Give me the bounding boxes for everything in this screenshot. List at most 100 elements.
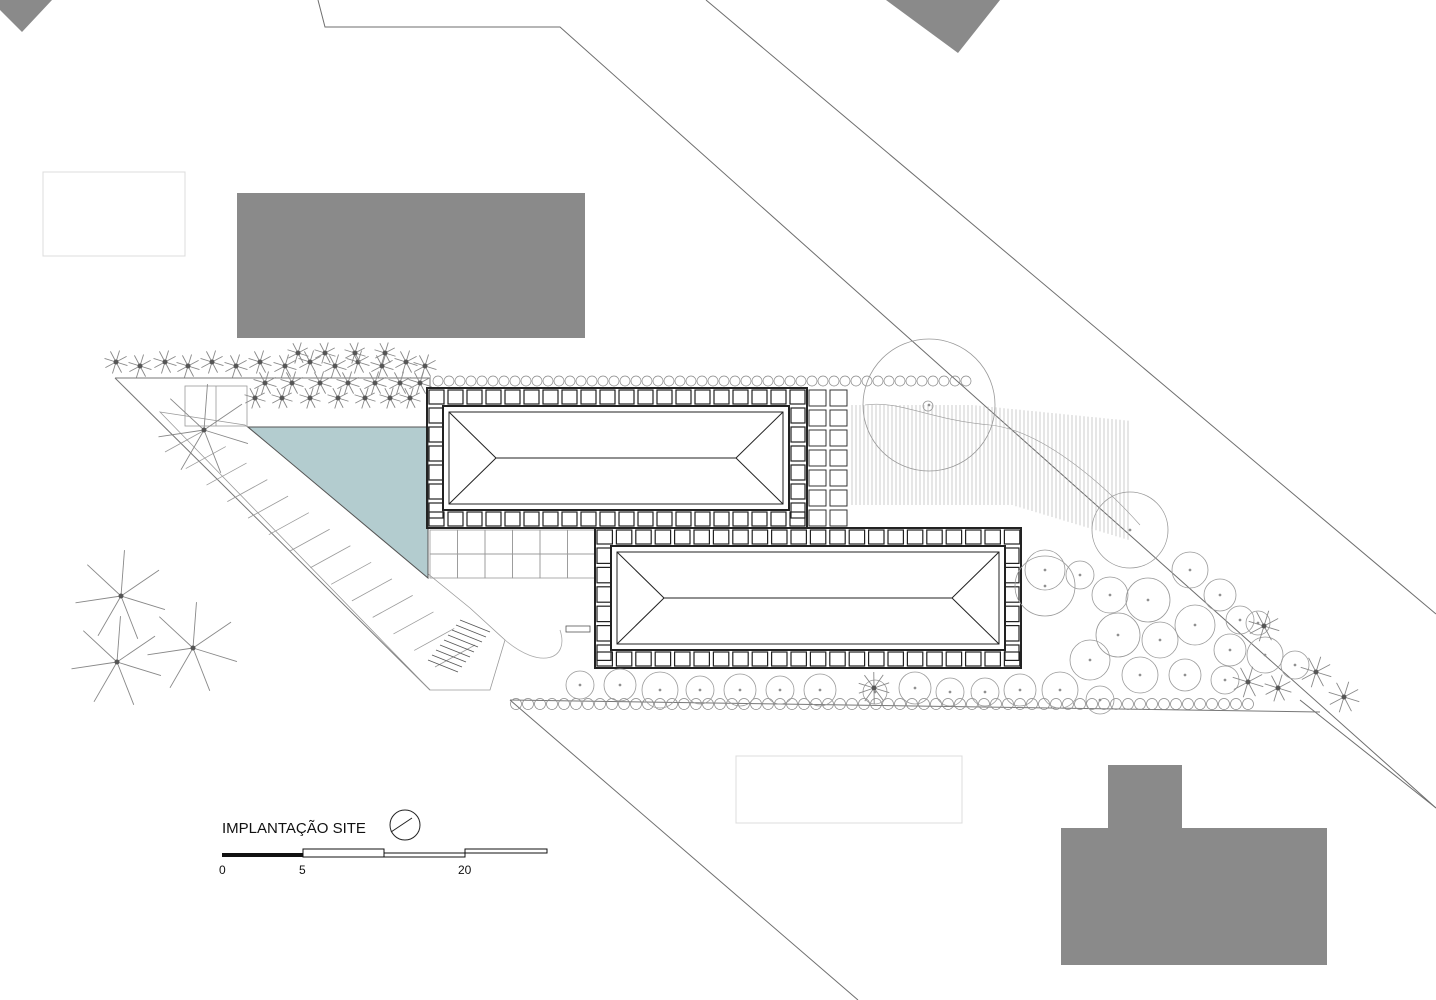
- tree-canopy: [723, 673, 757, 707]
- step-line: [439, 644, 471, 658]
- hedge: [1134, 698, 1146, 710]
- palm-frond: [1343, 689, 1359, 698]
- pergola-cell: [926, 529, 943, 545]
- pergola-cell: [656, 389, 673, 405]
- palm-frond: [1328, 691, 1345, 698]
- hedge: [810, 698, 822, 710]
- palm-frond: [1232, 676, 1249, 683]
- palm-frond: [203, 384, 208, 431]
- tree-trunk: [1116, 633, 1120, 637]
- tree-trunk: [818, 688, 822, 692]
- palm-tree: [75, 550, 166, 639]
- paver-joint: [351, 578, 393, 602]
- palm-frond: [1247, 681, 1264, 688]
- hedge: [870, 698, 882, 710]
- ridge-hip: [735, 457, 784, 505]
- palm-frond: [1315, 664, 1331, 673]
- pergola-cell: [732, 529, 749, 545]
- hedge: [762, 375, 774, 387]
- tree-trunk: [1193, 623, 1197, 627]
- shrub: [1248, 610, 1280, 642]
- shrub: [399, 387, 421, 409]
- tree-trunk: [927, 403, 931, 407]
- pergola-cell: [1003, 529, 1021, 545]
- building-upper-roof-ridges: [448, 411, 784, 505]
- tree-trunk: [1128, 528, 1132, 532]
- street-edge-outer: [705, 0, 1436, 615]
- tree-trunk: [913, 686, 917, 690]
- neighbor-building-top-left: [0, 0, 52, 32]
- hedge: [663, 375, 675, 387]
- pergola-cell: [561, 389, 578, 405]
- tree-trunk: [618, 683, 622, 687]
- palm-frond: [1315, 671, 1332, 678]
- palm-frond: [169, 647, 194, 689]
- pergola-cell: [599, 511, 616, 527]
- shrub: [388, 371, 412, 395]
- tree-canopy: [565, 670, 595, 700]
- hedge: [1050, 698, 1062, 710]
- palm-frond: [192, 602, 197, 649]
- hedge: [714, 698, 726, 710]
- palm-frond: [873, 674, 884, 689]
- pergola-cell: [964, 529, 982, 545]
- hedge: [718, 375, 730, 387]
- palm-frond: [1242, 681, 1249, 698]
- palm-frond: [192, 647, 238, 663]
- building-lower-roof-ridges: [616, 551, 1000, 645]
- shrub: [273, 354, 297, 378]
- hedge: [784, 375, 796, 387]
- pergola-cell: [712, 651, 730, 667]
- pergola-cell: [580, 389, 597, 405]
- palm-frond: [1263, 625, 1280, 632]
- hedge: [630, 698, 642, 710]
- palm-frond: [1336, 682, 1345, 698]
- pergola-cell: [447, 511, 464, 527]
- pergola-cell: [887, 651, 904, 667]
- hedge: [740, 375, 752, 387]
- hedge: [510, 698, 522, 710]
- tree-trunk: [1183, 673, 1187, 677]
- pergola-cell: [596, 644, 612, 661]
- hedge: [582, 698, 594, 710]
- hedge: [883, 375, 895, 387]
- ridge-hip: [735, 411, 784, 459]
- building-lower-outer: [594, 527, 1022, 669]
- palm-trunk: [282, 363, 288, 369]
- tree-trunk: [1088, 658, 1092, 662]
- building-upper-pergola: [428, 389, 806, 527]
- hedge: [762, 698, 774, 710]
- tree-canopy: [765, 675, 795, 705]
- pergola-cell: [596, 529, 613, 545]
- palm-frond: [1233, 681, 1249, 690]
- scale-tick-20: 20: [458, 863, 472, 877]
- palm-frond: [1247, 666, 1254, 683]
- pergola-cell: [790, 651, 807, 667]
- palm-trunk: [387, 395, 393, 401]
- pergola-cell: [751, 529, 769, 545]
- hedge: [894, 375, 906, 387]
- pergola-cell: [770, 389, 787, 405]
- hedge: [1026, 698, 1038, 710]
- palm-tree: [158, 384, 249, 473]
- palm-trunk: [1275, 685, 1281, 691]
- step-line: [447, 634, 479, 648]
- tree-canopy: [1069, 639, 1111, 681]
- hedge: [1002, 698, 1014, 710]
- tree-canopy: [1095, 612, 1141, 658]
- tree-canopy: [1246, 636, 1284, 674]
- hedge: [575, 375, 587, 387]
- tree-canopy: [1085, 685, 1115, 715]
- palm-frond: [1263, 610, 1270, 627]
- pergola-cell: [770, 651, 788, 667]
- hedge: [1170, 698, 1182, 710]
- palm-frond: [158, 429, 205, 438]
- tree-canopy: [1203, 578, 1237, 612]
- pergola-cell: [635, 651, 652, 667]
- pergola-cell: [829, 489, 848, 507]
- pergola-cell: [615, 529, 633, 545]
- palm-trunk: [322, 350, 328, 356]
- hedge: [882, 698, 894, 710]
- tree-trunk: [1188, 568, 1192, 572]
